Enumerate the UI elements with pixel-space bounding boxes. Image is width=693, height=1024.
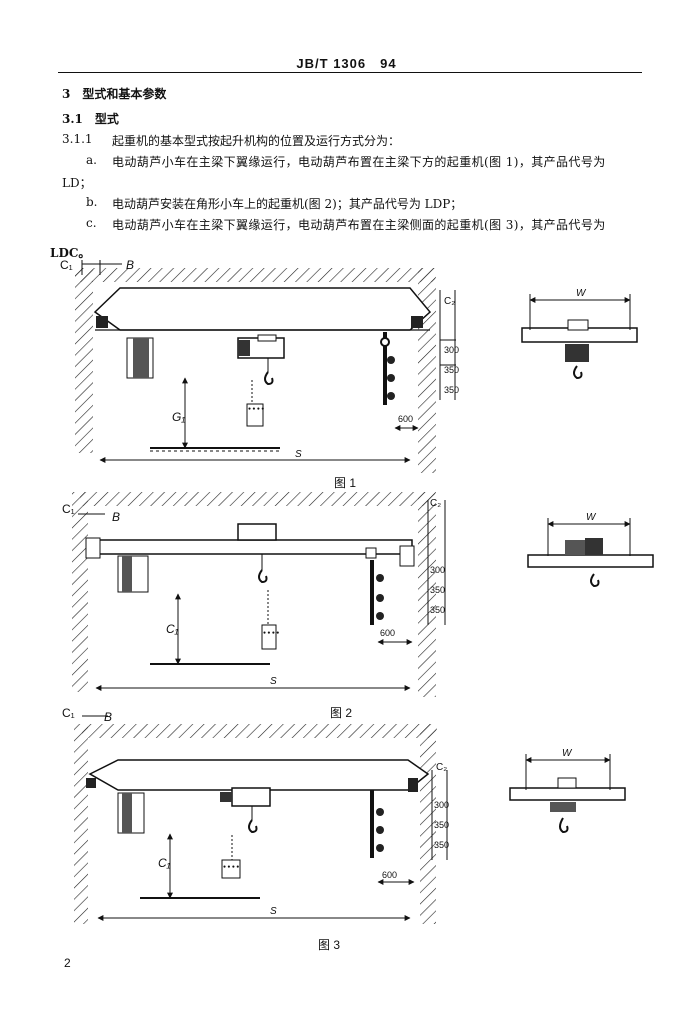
fig3-label-w: W <box>562 748 572 759</box>
item-b-label: b. <box>86 195 98 209</box>
fig2-label-g1: C₁ <box>166 622 179 636</box>
fig1-label-s: S <box>295 449 302 460</box>
fig2-side-hoist <box>565 540 585 555</box>
fig3-label-b: B <box>104 710 113 724</box>
fig2-caption: 图 2 <box>330 706 353 720</box>
fig1-left-wall <box>75 268 93 453</box>
fig3-caption: 图 3 <box>318 938 341 952</box>
fig2-side-girder <box>527 554 654 568</box>
fig1-hook <box>264 371 274 386</box>
fig2-dim-300: 300 <box>430 565 446 575</box>
fig2-label-b: B <box>112 510 121 524</box>
fig2-label-s: S <box>270 676 277 687</box>
fig1-right-wheel <box>411 316 423 328</box>
item-b-text: 电动葫芦安装在角形小车上的起重机(图 2)；其产品代号为 LDP； <box>112 197 463 211</box>
fig1-label-c1: C₁ <box>60 258 73 272</box>
fig2-pendant-buttons: ● ● ● ● <box>263 630 280 636</box>
fig2-dim-350b: 350 <box>430 605 446 615</box>
item-c-continuation: LDC。 <box>50 246 91 260</box>
item-a-continuation: LD； <box>62 176 92 190</box>
fig2-left-wall <box>72 492 88 692</box>
fig2-hoist <box>237 523 277 541</box>
standard-header: JB/T 1306 94 <box>296 56 397 71</box>
fig1-left-wheel <box>96 316 108 328</box>
fig1-label-b: B <box>126 258 135 272</box>
page-number: 2 <box>64 956 71 970</box>
fig1-side-hoist <box>565 344 589 362</box>
fig1-label-w: W <box>576 288 586 299</box>
fig2-dim-350: 350 <box>430 585 446 595</box>
fig1-main-girder <box>93 287 432 331</box>
item-a-label: a. <box>86 153 97 167</box>
fig2-ceiling <box>80 492 435 506</box>
fig2-label-c1: C₁ <box>62 502 75 516</box>
fig1-caption: 图 1 <box>334 476 357 490</box>
fig3-dim-350: 350 <box>434 820 450 830</box>
fig2-pendant <box>261 624 277 650</box>
section-title: 3 型式和基本参数 <box>62 87 167 101</box>
fig3-dim-350b: 350 <box>434 840 450 850</box>
fig3-left-wall <box>74 724 88 924</box>
fig1-pendant <box>246 403 264 427</box>
fig3-dim-600: 600 <box>382 870 398 880</box>
subsection-title: 3.1 型式 <box>62 112 119 126</box>
fig1-pendant-buttons: ● ● ● ● <box>248 406 265 412</box>
fig3-label-c2: C₂ <box>436 762 448 773</box>
fig3-label-g1: C₁ <box>158 856 171 870</box>
fig3-main-girder <box>88 759 430 791</box>
fig2-label-c2: C₂ <box>430 498 442 509</box>
fig3-pendant <box>221 859 241 879</box>
fig3-dim-300: 300 <box>434 800 450 810</box>
fig2-dim-600: 600 <box>380 628 396 638</box>
fig2-right-wall <box>418 492 436 697</box>
figure-1-drawing <box>75 260 638 473</box>
fig1-label-g1: G₁ <box>172 410 186 424</box>
fig3-side-girder <box>509 787 626 801</box>
fig2-hook <box>258 569 268 584</box>
paragraph-number: 3.1.1 <box>62 132 93 146</box>
fig1-dim-350: 350 <box>444 365 460 375</box>
fig3-label-s: S <box>270 906 277 917</box>
fig1-label-c2: C₂ <box>444 296 456 307</box>
fig1-ceiling <box>75 268 435 282</box>
item-a-text: 电动葫芦小车在主梁下翼缘运行，电动葫芦布置在主梁下方的起重机(图 1)，其产品代… <box>112 155 606 169</box>
item-c-label: c. <box>86 216 97 230</box>
fig3-side-hoist <box>550 802 576 812</box>
fig1-right-wall <box>418 268 436 473</box>
fig1-dim-600: 600 <box>398 414 414 424</box>
header-rule <box>58 72 642 73</box>
item-c-text: 电动葫芦小车在主梁下翼缘运行，电动葫芦布置在主梁侧面的起重机(图 3)，其产品代… <box>112 218 606 232</box>
paragraph-text: 起重机的基本型式按起升机构的位置及运行方式分为： <box>112 134 401 148</box>
fig3-hook <box>248 819 258 834</box>
figure-3-drawing <box>74 715 626 924</box>
fig3-ceiling <box>82 724 437 738</box>
fig2-label-w: W <box>586 512 596 523</box>
fig1-dim-300: 300 <box>444 345 460 355</box>
fig3-pendant-buttons: ● ● ● ● <box>223 864 240 870</box>
fig3-hoist <box>231 787 271 807</box>
fig3-label-c1: C₁ <box>62 706 75 720</box>
fig2-main-girder <box>91 539 413 555</box>
fig1-dim-350b: 350 <box>444 385 460 395</box>
figure-2-drawing <box>72 492 654 697</box>
